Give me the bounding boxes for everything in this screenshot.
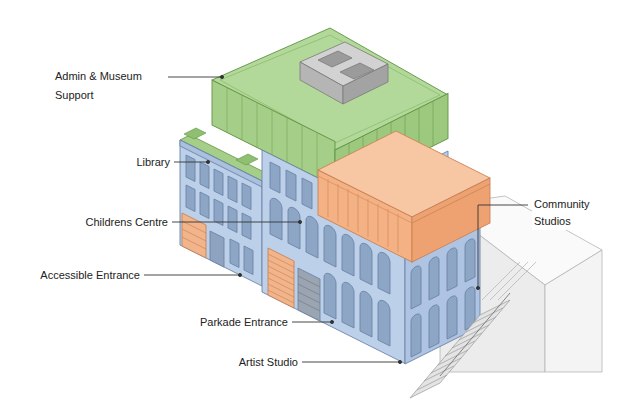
callout-label: Parkade Entrance	[200, 315, 288, 329]
callout-label: Library	[136, 155, 170, 169]
callout-label: Childrens Centre	[85, 215, 168, 229]
callout-label: Accessible Entrance	[40, 268, 140, 282]
studios-block	[318, 131, 490, 262]
stairs	[410, 262, 536, 398]
leader-lines	[144, 75, 528, 363]
callout-label: Community Studios	[532, 196, 608, 230]
callout-label: Artist Studio	[239, 355, 298, 369]
callout-label: Admin & Museum Support	[55, 67, 165, 105]
library-block	[180, 128, 272, 286]
rooftop-mechanical	[300, 42, 388, 104]
